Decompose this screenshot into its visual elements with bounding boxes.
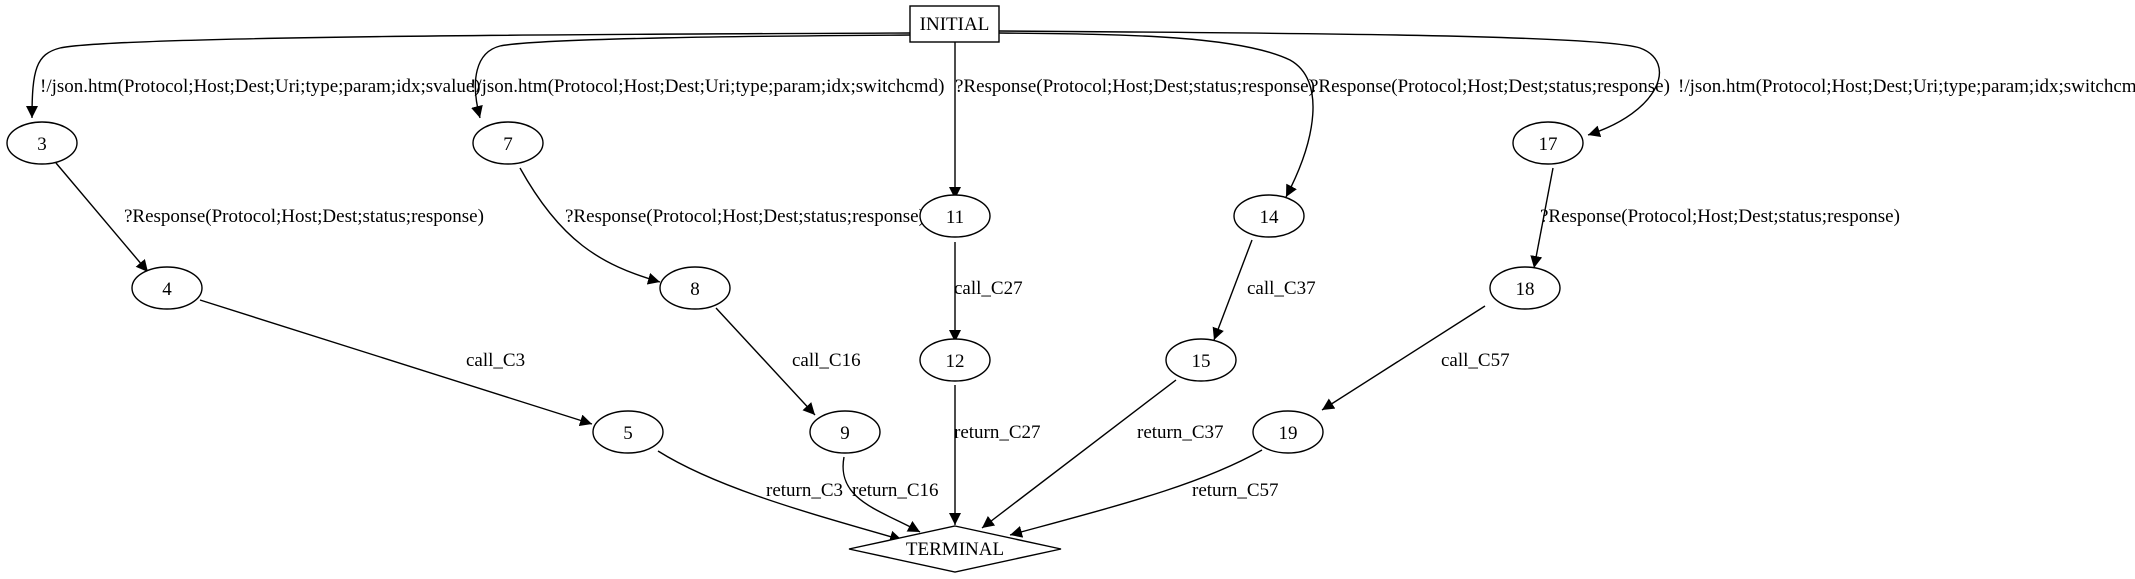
edge-label-11-to-12: call_C27 <box>954 278 1023 299</box>
node-label-9: 9 <box>840 423 850 444</box>
edge-initial-to-3: !/json.htm(Protocol;Host;Dest;Uri;type;p… <box>26 32 911 119</box>
node-5: 5 <box>592 410 664 454</box>
edge-5-to-terminal: return_C3 <box>657 450 903 543</box>
edge-label-15-to-terminal: return_C37 <box>1137 422 1224 443</box>
node-label-17: 17 <box>1539 134 1558 155</box>
node-label-4: 4 <box>162 279 172 300</box>
edge-label-initial-to-11: ?Response(Protocol;Host;Dest;status;resp… <box>955 76 1315 97</box>
node-label-11: 11 <box>946 207 964 228</box>
node-label-15: 15 <box>1192 351 1211 372</box>
node-initial: INITIAL <box>909 5 1000 43</box>
node-11: 11 <box>919 194 991 238</box>
node-4: 4 <box>131 266 203 310</box>
edges-layer: !/json.htm(Protocol;Host;Dest;Uri;type;p… <box>26 30 2135 543</box>
edge-9-to-terminal: return_C16 <box>842 456 939 533</box>
edge-12-to-terminal: return_C27 <box>949 385 1041 525</box>
edge-label-initial-to-7: !/json.htm(Protocol;Host;Dest;Uri;type;p… <box>470 76 944 97</box>
edge-label-14-to-15: call_C37 <box>1247 278 1316 299</box>
edge-11-to-12: call_C27 <box>949 242 1023 342</box>
node-3: 3 <box>6 121 78 165</box>
nodes-layer: INITIAL 3 4 5 7 8 9 11 <box>6 5 1584 573</box>
edge-label-7-to-8: ?Response(Protocol;Host;Dest;status;resp… <box>565 206 925 227</box>
node-9: 9 <box>809 410 881 454</box>
node-label-7: 7 <box>503 134 513 155</box>
node-terminal: TERMINAL <box>848 525 1062 573</box>
edge-label-9-to-terminal: return_C16 <box>852 480 939 501</box>
edge-label-8-to-9: call_C16 <box>792 350 861 371</box>
edge-label-initial-to-17: !/json.htm(Protocol;Host;Dest;Uri;type;p… <box>1678 76 2135 97</box>
node-12: 12 <box>919 338 991 382</box>
edge-label-initial-to-14: ?Response(Protocol;Host;Dest;status;resp… <box>1310 76 1670 97</box>
node-label-19: 19 <box>1279 423 1298 444</box>
edge-label-12-to-terminal: return_C27 <box>954 422 1041 443</box>
edge-label-17-to-18: ?Response(Protocol;Host;Dest;status;resp… <box>1540 206 1900 227</box>
edge-18-to-19: call_C57 <box>1321 305 1510 411</box>
node-7: 7 <box>472 121 544 165</box>
node-8: 8 <box>659 266 731 310</box>
edge-15-to-terminal: return_C37 <box>981 379 1224 529</box>
node-label-14: 14 <box>1260 207 1280 228</box>
edge-initial-to-11: ?Response(Protocol;Host;Dest;status;resp… <box>949 42 1315 199</box>
edge-17-to-18: ?Response(Protocol;Host;Dest;status;resp… <box>1530 167 1900 269</box>
edge-label-4-to-5: call_C3 <box>466 350 525 371</box>
node-label-initial: INITIAL <box>920 14 990 35</box>
node-label-8: 8 <box>690 279 700 300</box>
edge-8-to-9: call_C16 <box>715 307 861 416</box>
node-14: 14 <box>1233 194 1305 238</box>
edge-label-18-to-19: call_C57 <box>1441 350 1510 371</box>
edge-14-to-15: call_C37 <box>1212 239 1316 341</box>
node-label-18: 18 <box>1516 279 1535 300</box>
node-label-terminal: TERMINAL <box>906 539 1004 560</box>
edge-label-19-to-terminal: return_C57 <box>1192 480 1279 501</box>
node-label-5: 5 <box>623 423 633 444</box>
edge-19-to-terminal: return_C57 <box>1009 449 1279 538</box>
edge-initial-to-14: ?Response(Protocol;Host;Dest;status;resp… <box>998 32 1670 198</box>
edge-initial-to-17: !/json.htm(Protocol;Host;Dest;Uri;type;p… <box>998 30 2135 138</box>
edge-7-to-8: ?Response(Protocol;Host;Dest;status;resp… <box>519 167 925 285</box>
node-label-12: 12 <box>946 351 965 372</box>
edge-4-to-5: call_C3 <box>199 299 593 427</box>
edge-label-initial-to-3: !/json.htm(Protocol;Host;Dest;Uri;type;p… <box>40 76 481 97</box>
node-15: 15 <box>1165 338 1237 382</box>
edge-label-3-to-4: ?Response(Protocol;Host;Dest;status;resp… <box>124 206 484 227</box>
edge-label-5-to-terminal: return_C3 <box>766 480 843 501</box>
node-label-3: 3 <box>37 134 47 155</box>
node-17: 17 <box>1512 121 1584 165</box>
edge-3-to-4: ?Response(Protocol;Host;Dest;status;resp… <box>55 162 484 273</box>
node-19: 19 <box>1252 410 1324 454</box>
node-18: 18 <box>1489 266 1561 310</box>
edge-initial-to-7: !/json.htm(Protocol;Host;Dest;Uri;type;p… <box>470 34 944 119</box>
